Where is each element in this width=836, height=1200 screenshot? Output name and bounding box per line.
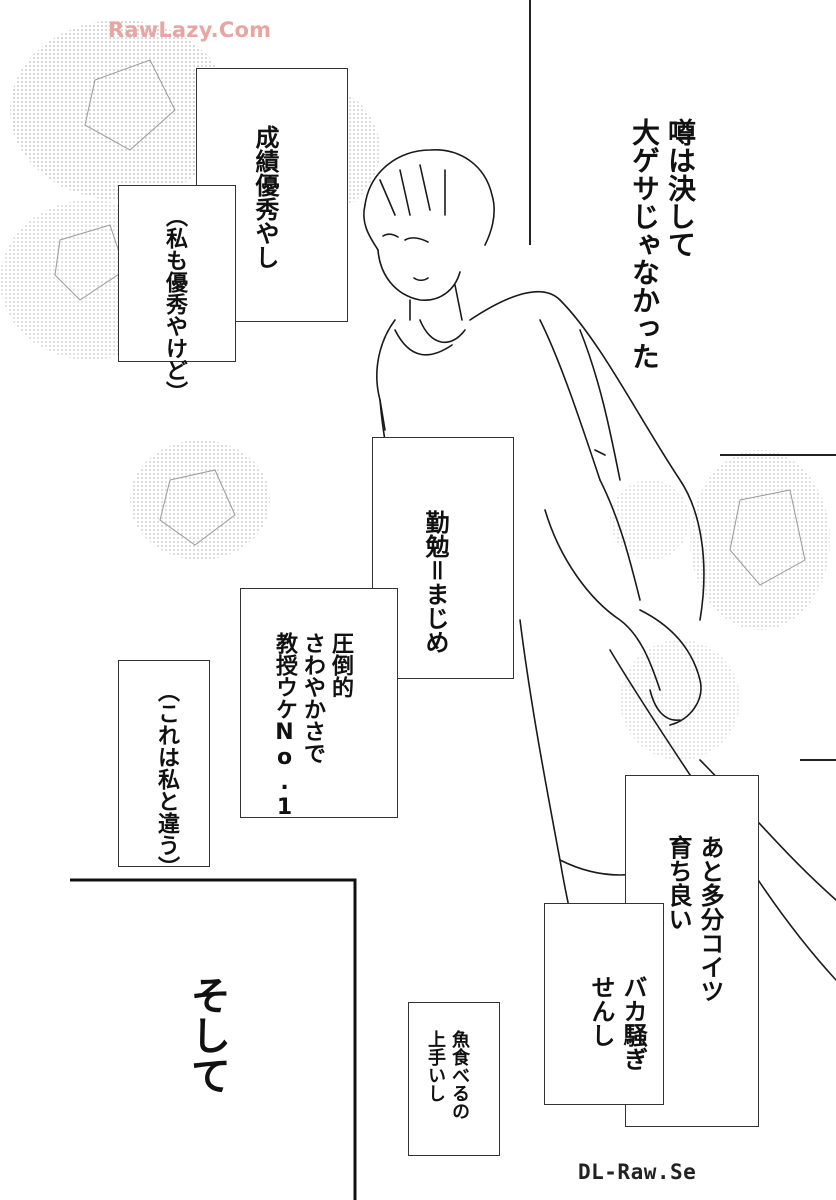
caption-upbringing-line-2: 育ち良い [664,835,692,931]
caption-box-popular [240,588,398,818]
caption-popular-line-2: さわやかさで [300,632,325,764]
caption-different: （これは私と違う） [154,680,179,878]
watermark-bottom: DL-Raw.Se [578,1160,697,1184]
caption-popular-line-1: 圧倒的 [328,632,353,698]
caption-upbringing-line-1: あと多分コイツ [696,835,724,1003]
caption-grades: 成績優秀やし [251,125,279,269]
caption-no-fuss-line-2: せんし [587,975,615,1047]
caption-box-fish [408,1002,500,1156]
caption-me-too: （私も優秀やけど） [162,205,187,403]
caption-fish-line-2: 上手いし [425,1030,446,1102]
caption-box-different [118,660,210,867]
watermark-top: RawLazy.Com [108,18,272,42]
caption-diligent: 勤勉＝まじめ [421,510,449,654]
caption-rumor-line-1: 噂は決して [664,118,697,258]
caption-no-fuss: バカ騒ぎ せんし [585,975,649,1071]
caption-fish-line-1: 魚食べるの [449,1030,470,1120]
caption-upbringing: あと多分コイツ 育ち良い [662,835,726,1003]
caption-rumor: 噂は決して 大ゲサじゃなかった [626,118,698,418]
caption-fish: 魚食べるの 上手いし [423,1030,471,1120]
caption-popular: 圧倒的 さわやかさで 教授ウケNo.1 [270,632,354,820]
caption-no-fuss-line-1: バカ騒ぎ [619,975,647,1071]
caption-and-then: そして [184,975,230,1095]
caption-popular-line-3: 教授ウケNo.1 [272,632,297,820]
caption-rumor-line-2: 大ゲサじゃなかった [628,118,661,370]
